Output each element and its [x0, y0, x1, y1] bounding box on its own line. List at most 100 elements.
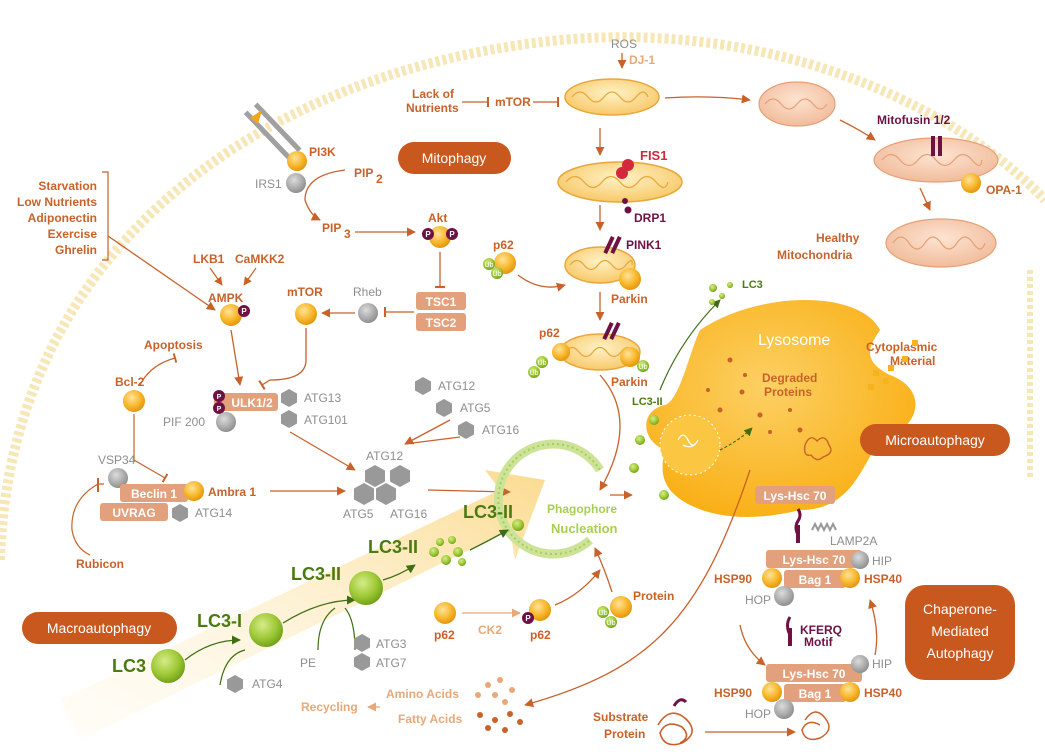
mtor-mid-icon	[295, 303, 317, 325]
phagophore-label: Phagophore	[547, 502, 617, 516]
parkin-a-label: Parkin	[611, 292, 648, 306]
svg-text:Autophagy: Autophagy	[927, 645, 994, 661]
svg-text:Protein: Protein	[604, 727, 645, 741]
atg14-label: ATG14	[195, 506, 232, 520]
pi3k-icon	[287, 151, 307, 171]
svg-text:Lys-Hsc 70: Lys-Hsc 70	[783, 553, 846, 567]
pif200-icon	[216, 412, 236, 432]
uvrag-box	[100, 503, 168, 521]
ulk12-box	[214, 393, 278, 411]
lys-hsc70-a-box	[755, 486, 835, 504]
mitochondrion-1	[564, 78, 660, 116]
svg-text:LC3-II: LC3-II	[463, 502, 513, 522]
svg-text:2: 2	[376, 172, 383, 186]
bcl2-label: Bcl-2	[115, 375, 145, 389]
svg-text:HSP40: HSP40	[864, 686, 902, 700]
svg-text:P: P	[449, 230, 455, 239]
pip2-label: PIP	[354, 166, 373, 180]
microautophagy-pill	[860, 424, 1010, 456]
irs1-icon	[286, 173, 306, 193]
svg-text:PE: PE	[300, 656, 316, 670]
akt-label: Akt	[428, 211, 447, 225]
svg-text:Ub: Ub	[530, 370, 539, 377]
receptor-section: PI3K IRS1 PIP 2 PIP 3 Akt P P TSC1 TSC2 …	[243, 101, 466, 390]
exercise-label: Exercise	[48, 227, 98, 241]
opa1-label: OPA-1	[986, 183, 1022, 197]
cma-complex-b: Lys-Hsc 70 HIP Bag 1 HSP90 HSP40 HOP	[714, 655, 902, 741]
svg-text:Ub: Ub	[485, 262, 494, 269]
nucleation-label: Nucleation	[551, 521, 618, 536]
mtor-mid-label: mTOR	[287, 285, 323, 299]
svg-text:p62: p62	[530, 628, 551, 642]
parkin-b-icon	[620, 347, 640, 367]
svg-text:Substrate: Substrate	[593, 710, 649, 724]
svg-text:LC3-II: LC3-II	[291, 564, 341, 584]
svg-text:Lys-Hsc 70: Lys-Hsc 70	[764, 489, 827, 503]
svg-text:ATG12: ATG12	[438, 379, 475, 393]
svg-text:LC3: LC3	[112, 656, 146, 676]
svg-text:Bag 1: Bag 1	[799, 573, 832, 587]
pif200-label: PIF 200	[163, 415, 205, 429]
svg-text:Motif: Motif	[804, 635, 834, 649]
svg-text:HIP: HIP	[872, 657, 892, 671]
svg-text:Fatty Acids: Fatty Acids	[398, 712, 463, 726]
substrate-protein: Substrate Protein	[593, 698, 796, 746]
camkk2-label: CaMKK2	[235, 252, 285, 266]
ambra1-label: Ambra 1	[208, 485, 256, 499]
bcl2-icon	[123, 390, 145, 412]
svg-text:ATG16: ATG16	[390, 507, 427, 521]
irs1-label: IRS1	[255, 177, 282, 191]
svg-text:KFERQ: KFERQ	[800, 623, 842, 637]
atg12-complex-top: ATG12 ATG5 ATG16	[404, 377, 519, 445]
parkin-b-label: Parkin	[611, 375, 648, 389]
svg-text:Ub: Ub	[639, 364, 648, 371]
svg-text:P: P	[241, 307, 247, 316]
ampk-label: AMPK	[208, 291, 244, 305]
mitophagy-section: ROS DJ-1 Lack of Nutrients mTOR Mitofusi…	[398, 37, 1022, 491]
svg-text:ATG7: ATG7	[376, 656, 407, 670]
parkin-a-icon	[619, 268, 641, 290]
proteins-label: Proteins	[764, 385, 812, 399]
chaperone-pill: Chaperone- Mediated Autophagy	[905, 585, 1015, 680]
tsc2-box	[416, 313, 466, 331]
svg-text:UVRAG: UVRAG	[112, 506, 155, 520]
svg-text:ATG12: ATG12	[366, 449, 403, 463]
svg-text:HOP: HOP	[745, 593, 771, 607]
lc3ii-low-icon	[349, 571, 383, 605]
svg-text:HOP: HOP	[745, 707, 771, 721]
lc3ii-lyso-label: LC3-II	[632, 396, 663, 408]
svg-text:p62: p62	[434, 628, 455, 642]
lkb1-label: LKB1	[193, 252, 225, 266]
svg-text:ATG16: ATG16	[482, 423, 519, 437]
lack-of-nutrients-label: Lack of	[412, 87, 455, 101]
svg-text:ULK1/2: ULK1/2	[231, 396, 273, 410]
lysosome-section: Lysosome Degraded Proteins Cytoplasmic M…	[629, 279, 1010, 548]
svg-text:Ub: Ub	[493, 271, 502, 278]
vsp34-icon	[108, 468, 128, 488]
svg-text:Macroautophagy: Macroautophagy	[47, 620, 151, 636]
lc3-icon	[151, 649, 185, 683]
svg-text:P: P	[525, 614, 531, 623]
p62-a-label: p62	[493, 238, 514, 252]
healthy-label: Healthy	[816, 231, 860, 245]
mitochondria-label: Mitochondria	[777, 248, 853, 262]
svg-text:ATG5: ATG5	[343, 507, 374, 521]
ambra1-icon	[184, 481, 204, 501]
svg-text:Amino Acids: Amino Acids	[386, 687, 459, 701]
akt-icon	[429, 226, 451, 248]
mitofusin-label: Mitofusin 1/2	[877, 113, 951, 127]
tsc1-box	[416, 292, 466, 310]
recycling-section: Amino Acids Fatty Acids Recycling	[301, 677, 523, 733]
ulk-section: Apoptosis Bcl-2 ULK1/2 P P PIF 200 ATG13…	[115, 338, 356, 483]
starvation-label: Starvation	[38, 179, 97, 193]
dj1-label: DJ-1	[629, 53, 655, 67]
opa1-icon	[961, 173, 981, 193]
low-nutrients-label: Low Nutrients	[17, 195, 97, 209]
cytoplasmic-label: Cytoplasmic	[866, 340, 938, 354]
svg-text:Lys-Hsc 70: Lys-Hsc 70	[783, 667, 846, 681]
mitophagy-pill	[398, 142, 511, 174]
beclin-complex: VSP34 Beclin 1 Ambra 1 UVRAG ATG14 Rubic…	[71, 453, 346, 571]
svg-text:HIP: HIP	[872, 554, 892, 568]
rheb-icon	[358, 303, 378, 323]
